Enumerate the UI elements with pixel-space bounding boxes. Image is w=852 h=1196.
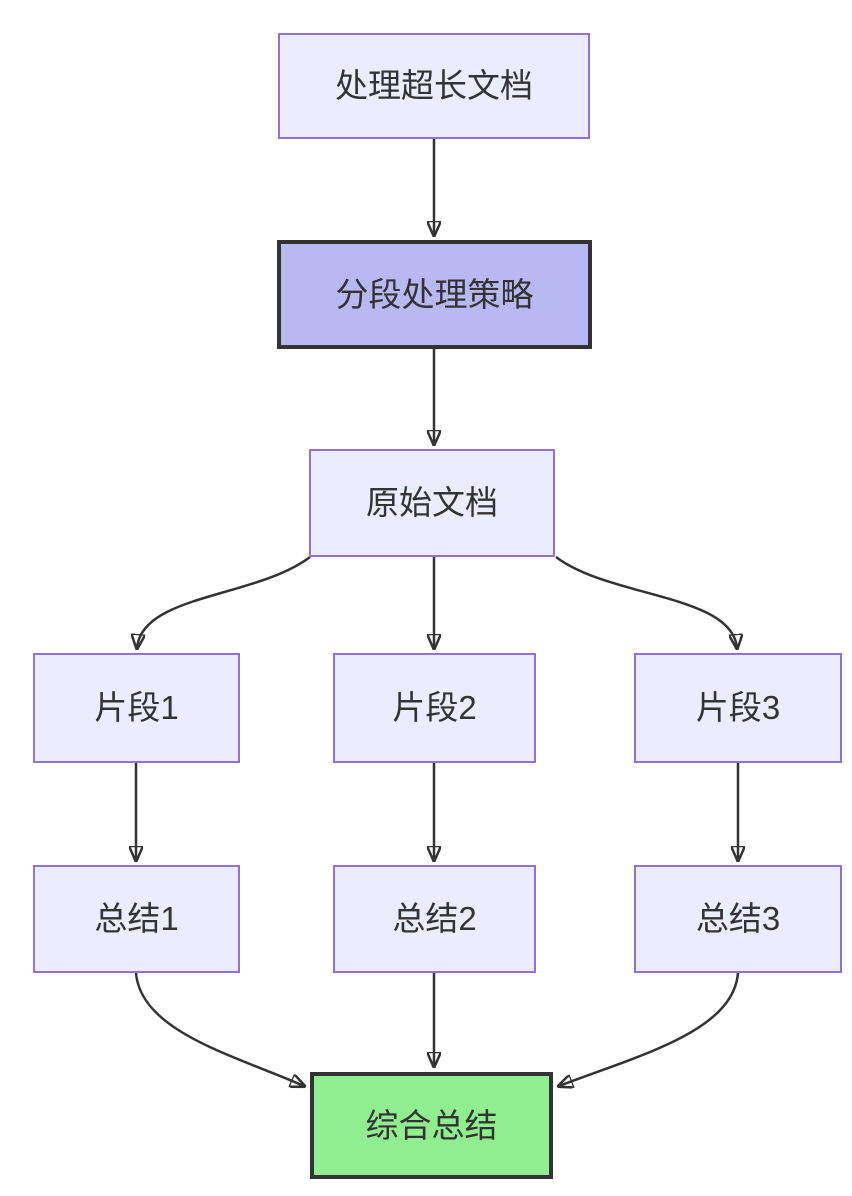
node-process-long-document: 处理超长文档 — [278, 33, 590, 139]
node-original-document-label: 原始文档 — [366, 484, 498, 522]
node-segmentation-strategy: 分段处理策略 — [277, 240, 592, 349]
node-fragment-1: 片段1 — [33, 653, 240, 763]
node-summary-3: 总结3 — [634, 865, 842, 973]
node-process-long-document-label: 处理超长文档 — [335, 67, 533, 105]
node-original-document: 原始文档 — [309, 449, 555, 557]
node-summary-1-label: 总结1 — [94, 900, 179, 938]
edge-c-d1 — [137, 556, 311, 648]
node-summary-3-label: 总结3 — [695, 900, 781, 938]
node-final-summary-label: 综合总结 — [365, 1106, 498, 1144]
node-summary-1: 总结1 — [33, 865, 240, 973]
node-summary-2: 总结2 — [333, 865, 536, 973]
node-final-summary: 综合总结 — [310, 1072, 553, 1179]
edge-e1-f — [134, 972, 304, 1086]
node-summary-2-label: 总结2 — [392, 900, 477, 938]
edge-e3-f — [559, 972, 740, 1086]
node-fragment-3: 片段3 — [634, 653, 842, 763]
edge-c-d3 — [555, 556, 737, 648]
node-fragment-2-label: 片段2 — [392, 689, 477, 727]
node-fragment-2: 片段2 — [333, 653, 536, 763]
node-fragment-3-label: 片段3 — [695, 689, 781, 727]
node-segmentation-strategy-label: 分段处理策略 — [335, 275, 534, 313]
node-fragment-1-label: 片段1 — [94, 689, 179, 727]
